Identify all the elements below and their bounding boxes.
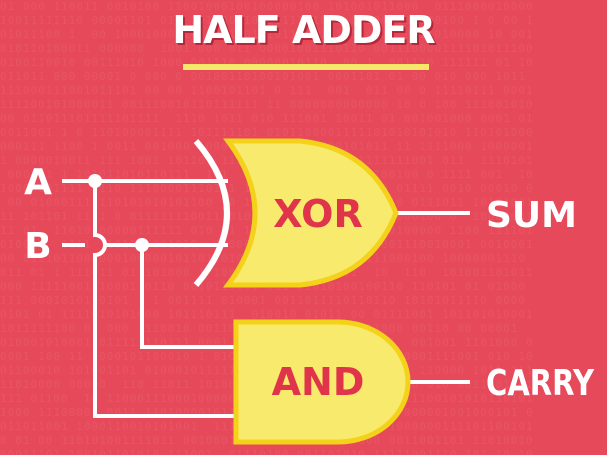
xor-label: XOR [273,192,363,236]
input-a-label: A [24,162,52,203]
and-gate [233,319,411,445]
junction-dot-b [135,238,149,252]
output-sum-label: SUM [486,195,577,236]
xor-back-arc [193,139,230,287]
page-title: HALF ADDER [172,8,435,52]
junction-dot-a [88,174,102,188]
wire-a-to-and [93,181,236,418]
output-carry-label: CARRY [486,363,595,404]
wire-b-to-and [140,245,236,349]
input-b-label: B [24,226,51,267]
xor-gate [223,138,399,288]
title-underline [183,64,429,70]
and-label: AND [272,360,365,404]
